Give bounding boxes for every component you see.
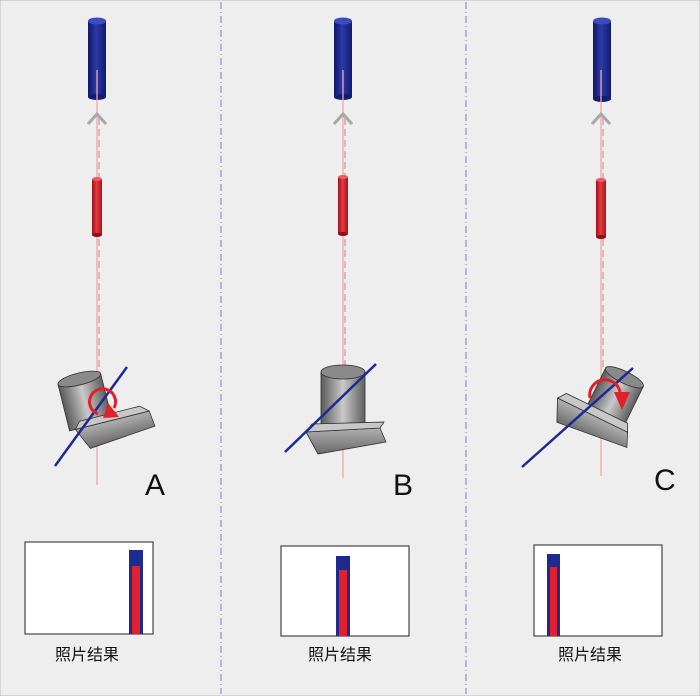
photo-result-bar xyxy=(129,550,143,634)
mirror-plane-line xyxy=(284,363,377,453)
upward-arrowhead-icon xyxy=(590,111,612,126)
panel-a: A 照片结果 xyxy=(24,17,165,664)
photo-result-caption: 照片结果 xyxy=(558,645,622,664)
blue-cylinder-icon xyxy=(88,17,106,100)
rotation-arrow-icon xyxy=(88,387,119,418)
panel-letter-c: C xyxy=(654,464,676,497)
panel-b: B 照片结果 xyxy=(280,17,413,664)
rotation-arrow-icon xyxy=(588,378,630,410)
red-cylinder-icon xyxy=(596,178,606,239)
rotated-target-housing xyxy=(556,366,644,449)
mirror-plane-line xyxy=(53,366,129,467)
photo-result-bar xyxy=(547,554,560,636)
photo-result-caption: 照片结果 xyxy=(55,645,119,664)
upward-arrowhead-icon xyxy=(86,111,108,126)
upward-arrowhead-icon xyxy=(332,111,354,126)
red-cylinder-icon xyxy=(92,177,102,237)
photo-result-bar xyxy=(336,556,350,636)
photo-result-caption: 照片结果 xyxy=(308,645,372,664)
rotated-target-housing xyxy=(57,370,156,449)
blue-cylinder-icon xyxy=(334,17,352,100)
target-housing xyxy=(305,364,387,455)
panel-c: C 照片结果 xyxy=(521,17,676,664)
red-cylinder-icon xyxy=(338,175,348,236)
panel-letter-b: B xyxy=(393,469,413,502)
panel-letter-a: A xyxy=(145,469,165,502)
blue-cylinder-icon xyxy=(593,17,611,102)
